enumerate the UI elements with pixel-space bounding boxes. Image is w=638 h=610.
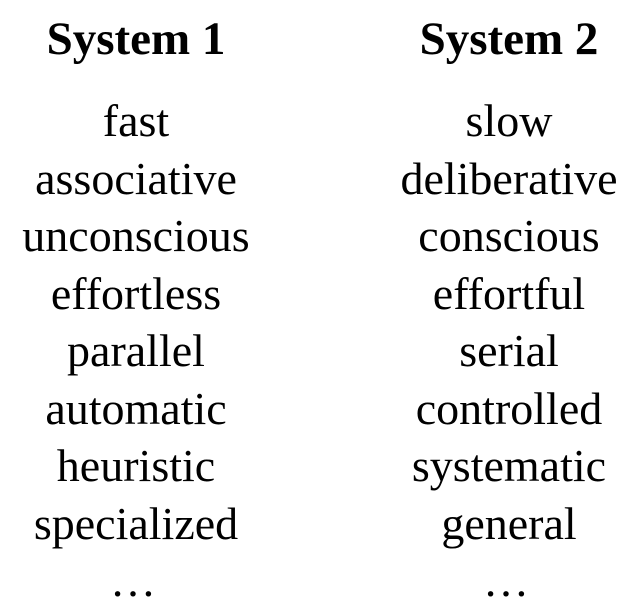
system-2-item: systematic: [411, 440, 607, 491]
system-1-ellipsis: …: [110, 555, 162, 606]
system-2-item: deliberative: [400, 152, 618, 204]
system-2-item: conscious: [418, 210, 600, 261]
system-1-item: specialized: [33, 497, 239, 549]
system-1-heading: System 1: [46, 13, 226, 65]
system-2-ellipsis: …: [483, 555, 535, 606]
system-1-item: automatic: [45, 382, 227, 434]
system-2-item: slow: [465, 95, 553, 146]
system-1-item: heuristic: [56, 440, 216, 491]
system-1-item: effortless: [50, 267, 222, 319]
system-2-item: effortful: [432, 267, 586, 319]
system-2-column: System 2 slow deliberative conscious eff…: [380, 0, 638, 610]
system-2-item: serial: [459, 325, 559, 376]
system-1-item: parallel: [67, 325, 205, 376]
system-2-item: controlled: [415, 382, 603, 434]
system-1-item: unconscious: [22, 210, 250, 261]
system-1-column: System 1 fast associative unconscious ef…: [0, 0, 272, 610]
system-1-item: associative: [35, 152, 237, 204]
system-2-heading: System 2: [419, 13, 599, 65]
system-1-item: fast: [102, 95, 170, 146]
system-2-item: general: [441, 497, 577, 549]
